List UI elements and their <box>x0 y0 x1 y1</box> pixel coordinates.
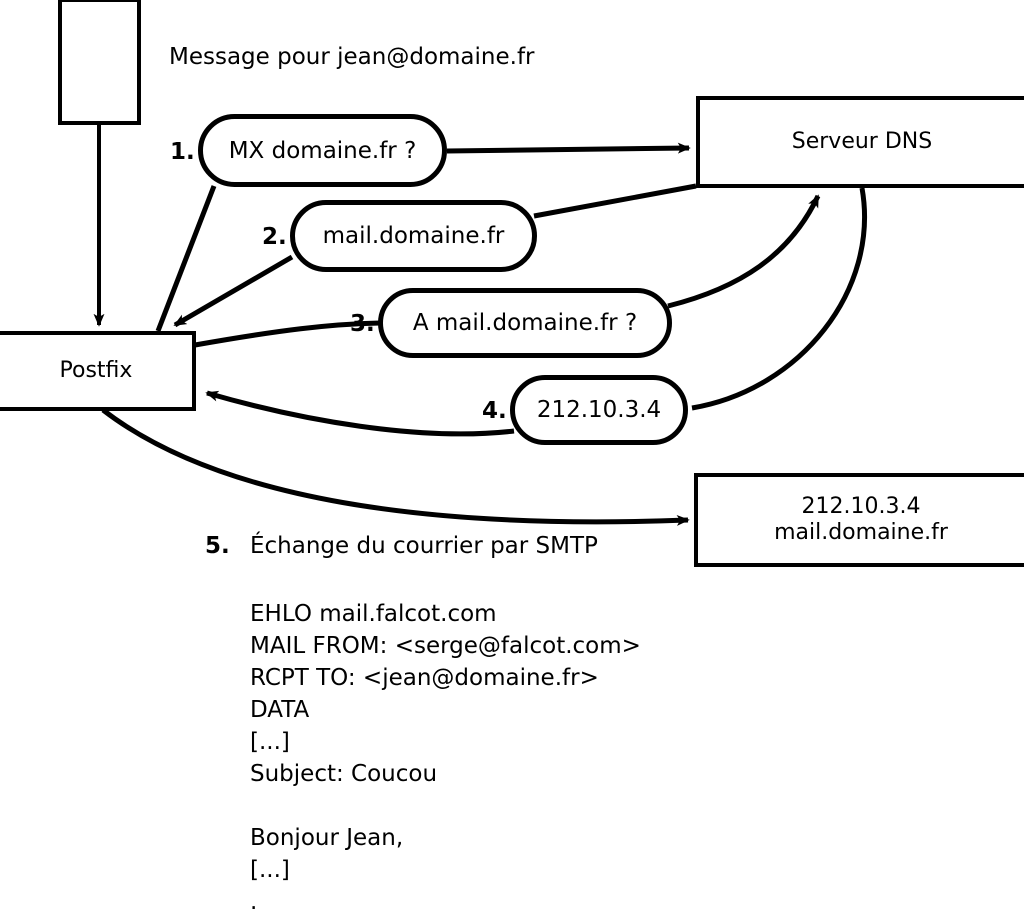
step-1-bubble: MX domaine.fr ? <box>198 114 447 187</box>
node-postfix-label: Postfix <box>59 358 133 384</box>
node-dns-server: Serveur DNS <box>696 96 1024 188</box>
mail-client-box <box>58 0 141 125</box>
connector-dns-to-step2 <box>533 183 697 219</box>
connector-step3-to-dns <box>667 194 821 309</box>
step-4-bubble: 212.10.3.4 <box>510 375 688 445</box>
connector-postfix-to-step3 <box>194 320 381 348</box>
smtp-transcript: EHLO mail.falcot.com MAIL FROM: <serge@f… <box>250 601 641 915</box>
connector-postfix-to-mailserver <box>101 408 690 526</box>
step-4-bubble-label: 212.10.3.4 <box>536 397 662 423</box>
node-target-mailserver: 212.10.3.4 mail.domaine.fr <box>694 473 1024 567</box>
step-5-label: Échange du courrier par SMTP <box>250 533 598 559</box>
connector-step1-to-dns <box>446 142 691 154</box>
step-3-number: 3. <box>350 311 375 337</box>
step-3-bubble-label: A mail.domaine.fr ? <box>412 310 638 336</box>
step-1-number: 1. <box>170 139 195 165</box>
node-dns-server-label: Serveur DNS <box>791 129 933 155</box>
node-target-mailserver-ip: 212.10.3.4 <box>801 494 921 520</box>
step-2-number: 2. <box>262 224 287 250</box>
step-5-number: 5. <box>205 533 230 559</box>
step-3-bubble: A mail.domaine.fr ? <box>378 288 672 358</box>
message-subject-label: Message pour jean@domaine.fr <box>169 44 535 70</box>
step-1-bubble-label: MX domaine.fr ? <box>228 137 417 164</box>
step-2-bubble-label: mail.domaine.fr <box>322 223 505 249</box>
node-postfix: Postfix <box>0 331 196 411</box>
connector-step4-to-postfix <box>205 390 515 437</box>
step-2-bubble: mail.domaine.fr <box>290 200 537 272</box>
connector-dns-to-step4 <box>691 187 868 411</box>
node-target-mailserver-host: mail.domaine.fr <box>774 520 948 545</box>
step-4-number: 4. <box>482 398 507 424</box>
connector-step2-to-postfix <box>173 254 294 328</box>
connector-postfix-to-step1 <box>155 185 217 332</box>
